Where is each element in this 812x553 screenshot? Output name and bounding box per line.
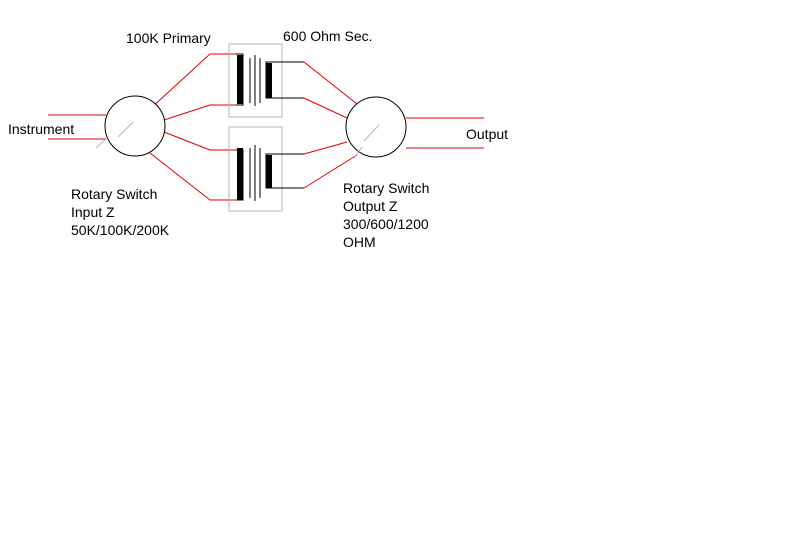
output-switch-body	[345, 96, 407, 158]
input-switch-to-primary-2b	[149, 152, 211, 201]
output-switch-caption-line-3: 300/600/1200	[343, 216, 429, 232]
input-switch-caption-line-3: 50K/100K/200K	[71, 222, 170, 238]
transformer-2-outline	[228, 126, 283, 212]
secondary-1b-to-output-switch	[303, 97, 348, 119]
transformer-1-primary-bar	[237, 55, 243, 104]
output-switch-wiper	[363, 124, 380, 142]
input-switch-to-primary-1a	[149, 53, 211, 110]
secondary-label: 600 Ohm Sec.	[283, 28, 373, 44]
input-switch-caption: Rotary Switch Input Z 50K/100K/200K	[71, 185, 169, 239]
instrument-label: Instrument	[8, 121, 75, 137]
output-switch-caption-line-1: Rotary Switch	[343, 180, 430, 196]
transformer-1-outline	[228, 43, 283, 118]
primary-label: 100K Primary	[126, 30, 211, 46]
output-switch-caption-line-2: Output Z	[343, 198, 398, 214]
transformer-1-secondary-bar	[266, 63, 272, 98]
secondary-2b-to-output-switch	[303, 154, 358, 189]
input-rotary-switch	[95, 95, 166, 157]
secondary-2a-to-output-switch	[303, 141, 348, 155]
input-switch-to-primary-1b	[163, 104, 211, 121]
transformer-1	[228, 43, 304, 118]
input-switch-caption-line-2: Input Z	[71, 204, 115, 220]
output-switch-caption: Rotary Switch Output Z 300/600/1200 OHM	[343, 179, 429, 251]
wires	[48, 53, 484, 201]
input-switch-caption-line-1: Rotary Switch	[71, 186, 158, 202]
transformer-2-primary-bar	[237, 148, 243, 200]
input-switch-leader	[95, 137, 108, 149]
secondary-1a-to-output-switch	[303, 61, 358, 105]
input-switch-body	[104, 95, 166, 157]
input-switch-to-primary-2a	[163, 131, 211, 151]
output-rotary-switch	[345, 96, 407, 159]
output-switch-leader	[353, 146, 363, 159]
output-switch-caption-line-4: OHM	[343, 234, 376, 250]
transformer-2-secondary-bar	[266, 155, 272, 188]
input-switch-wiper	[117, 121, 134, 138]
output-label: Output	[466, 126, 509, 142]
transformer-2	[228, 126, 304, 212]
